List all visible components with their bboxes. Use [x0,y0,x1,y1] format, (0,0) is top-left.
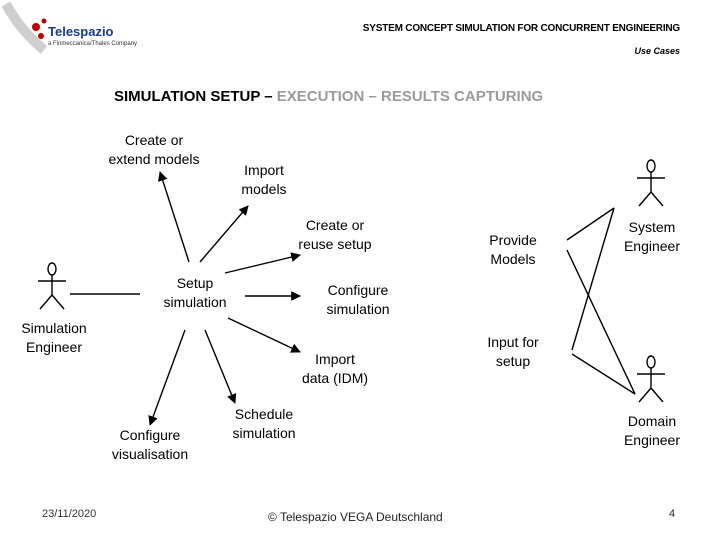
main-heading: SIMULATION SETUP – EXECUTION – RESULTS C… [114,88,543,105]
footer-copyright: © Telespazio VEGA Deutschland [268,510,443,524]
domain-engineer-actor-icon [637,355,665,403]
use-case-configure-visualisation: Configure visualisation [111,427,189,462]
use-case-configure-simulation: Configure simulation [326,282,390,317]
simulation-engineer-label: Simulation Engineer [21,320,87,355]
company-name: Telespazio [48,24,114,39]
edge-domain-engineer-input [571,353,636,395]
slide-header-title: SYSTEM CONCEPT SIMULATION FOR CONCURRENT… [362,23,680,34]
use-case-import-models: Import models [241,162,287,197]
edge-setup-to-create-setup [224,252,301,274]
domain-engineer-label: Domain Engineer [623,413,681,448]
heading-part-rest: EXECUTION – RESULTS CAPTURING [276,88,544,105]
edge-setup-to-configure-vis [148,329,186,426]
edge-setup-to-create-models [158,171,190,263]
telespazio-logo-icon [1,1,48,54]
edge-domain-engineer-provide [566,249,636,395]
system-engineer-actor-icon [637,159,665,207]
use-case-create-models: Create or extend models [108,132,200,167]
use-case-schedule-simulation: Schedule simulation [232,406,296,441]
company-tagline: a Finmeccanica/Thales Company [48,41,138,47]
company-logo: Telespazio a Finmeccanica/Thales Company [0,0,160,70]
slide-header-subtitle: Use Cases [634,46,680,56]
edge-setup-to-import-models [199,205,249,263]
use-case-input-setup: Input for setup [487,334,539,369]
use-case-setup-simulation: Setup simulation [163,275,227,310]
page-number: 4 [669,508,676,520]
use-case-import-data: Import data (IDM) [301,351,369,386]
use-case-create-setup: Create or reuse setup [298,217,372,252]
heading-part-setup: SIMULATION SETUP – [114,88,277,105]
edge-system-engineer-input [571,207,615,351]
footer-date: 23/11/2020 [42,508,97,520]
edge-setup-to-import-data [227,317,301,353]
edge-system-engineer-provide [566,207,615,241]
simulation-engineer-actor-icon [38,262,66,310]
edge-setup-to-schedule [204,329,237,404]
use-case-provide-models: Provide Models [489,232,537,267]
system-engineer-label: System Engineer [623,219,681,254]
